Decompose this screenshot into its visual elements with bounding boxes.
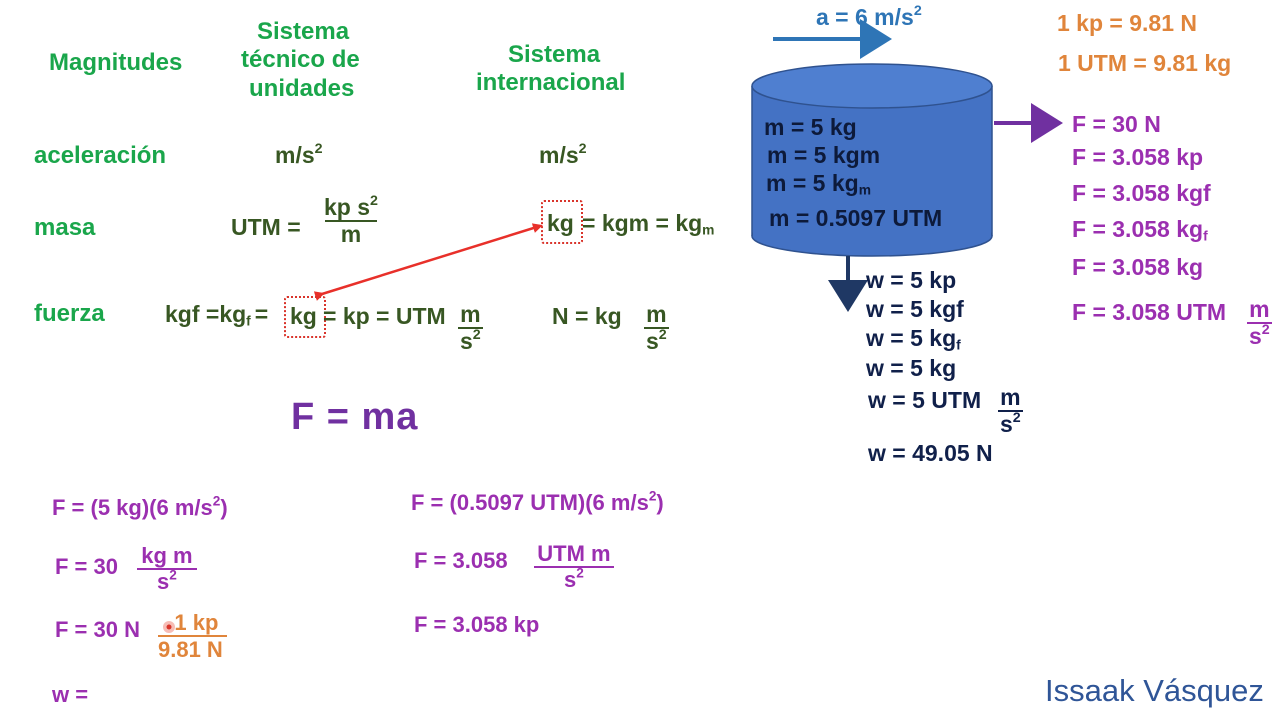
- row-aceleracion: aceleración: [34, 142, 167, 169]
- header-tecnico-3: unidades: [249, 75, 355, 102]
- cylinder: [751, 63, 993, 257]
- calc-left-line3: F = 30 N: [55, 617, 140, 642]
- kgf-equivalents: kgf =kgf=: [165, 301, 269, 329]
- force-kp: F = 3.058 kp: [1072, 144, 1204, 170]
- header-magnitudes: Magnitudes: [49, 49, 183, 76]
- mass-kg: m = 5 kg: [764, 114, 857, 140]
- weight-n: w = 49.05 N: [868, 440, 993, 466]
- conversion-utm: 1 UTM = 9.81 kg: [1058, 50, 1232, 76]
- calc-right-line1: F = (0.5097 UTM)(6 m/s2): [411, 488, 664, 515]
- conversion-kp: 1 kp = 9.81 N: [1057, 10, 1197, 36]
- header-tecnico-2: técnico de: [241, 46, 360, 73]
- mass-utm: m = 0.5097 UTM: [769, 205, 943, 231]
- m-over-s2-si: m s2: [644, 301, 669, 354]
- calc-right-line3: F = 3.058 kp: [414, 612, 540, 637]
- acc-tecnico: m/s2: [275, 141, 323, 168]
- mass-kg-sub-m: m = 5 kgm: [766, 170, 871, 198]
- accel-label: a = 6 m/s2: [816, 3, 922, 30]
- kp-utm: = kp = UTM: [323, 303, 446, 329]
- row-fuerza: fuerza: [34, 300, 105, 327]
- newton-law: F = ma: [291, 396, 419, 438]
- kg-link-arrow: [313, 223, 543, 301]
- calc-left-line4: w =: [52, 682, 89, 707]
- m-over-s2-tecnico: m s2: [458, 301, 483, 354]
- weight-utm-fraction: m s2: [998, 384, 1023, 437]
- calc-right-line2: F = 3.058: [414, 548, 508, 573]
- force-utm: F = 3.058 UTM: [1072, 299, 1227, 325]
- kg-tecnico: kg: [290, 303, 317, 329]
- header-internacional-1: Sistema: [508, 41, 601, 68]
- utm-lhs: UTM =: [231, 214, 301, 240]
- kg-box-si: [541, 200, 583, 244]
- weight-kg-sub-f: w = 5 kgf: [866, 325, 961, 353]
- weight-utm: w = 5 UTM: [868, 387, 982, 413]
- weight-kgf: w = 5 kgf: [866, 296, 964, 322]
- force-kg: F = 3.058 kg: [1072, 254, 1204, 280]
- force-kgf: F = 3.058 kgf: [1072, 180, 1211, 206]
- force-utm-fraction: m s2: [1247, 296, 1272, 349]
- calc-left-line1: F = (5 kg)(6 m/s2): [52, 493, 228, 520]
- header-tecnico-1: Sistema: [257, 18, 350, 45]
- n-eq: N = kg: [552, 303, 622, 329]
- utm-fraction: kp s2 m: [324, 193, 378, 247]
- author-signature: Issaak Vásquez: [1045, 673, 1264, 708]
- kg-si: kg: [547, 210, 574, 236]
- acc-si: m/s2: [539, 141, 587, 168]
- kg-equivalents: = kgm = kgm: [582, 210, 715, 238]
- row-masa: masa: [34, 214, 96, 241]
- calc-right-fraction: UTM m s2: [534, 543, 614, 591]
- force-kg-sub-f: F = 3.058 kgf: [1072, 216, 1208, 244]
- force-n: F = 30 N: [1072, 111, 1161, 137]
- kg-box-tecnico: [284, 296, 326, 338]
- calc-left-line2: F = 30: [55, 554, 118, 579]
- weight-kg: w = 5 kg: [866, 355, 957, 381]
- calc-left-fraction2: 1 kp 9.81 N: [158, 612, 227, 661]
- calc-left-fraction1: kg m s2: [137, 545, 197, 593]
- mass-kgm: m = 5 kgm: [767, 142, 881, 168]
- header-internacional-2: internacional: [476, 69, 626, 96]
- weight-kp: w = 5 kp: [866, 267, 957, 293]
